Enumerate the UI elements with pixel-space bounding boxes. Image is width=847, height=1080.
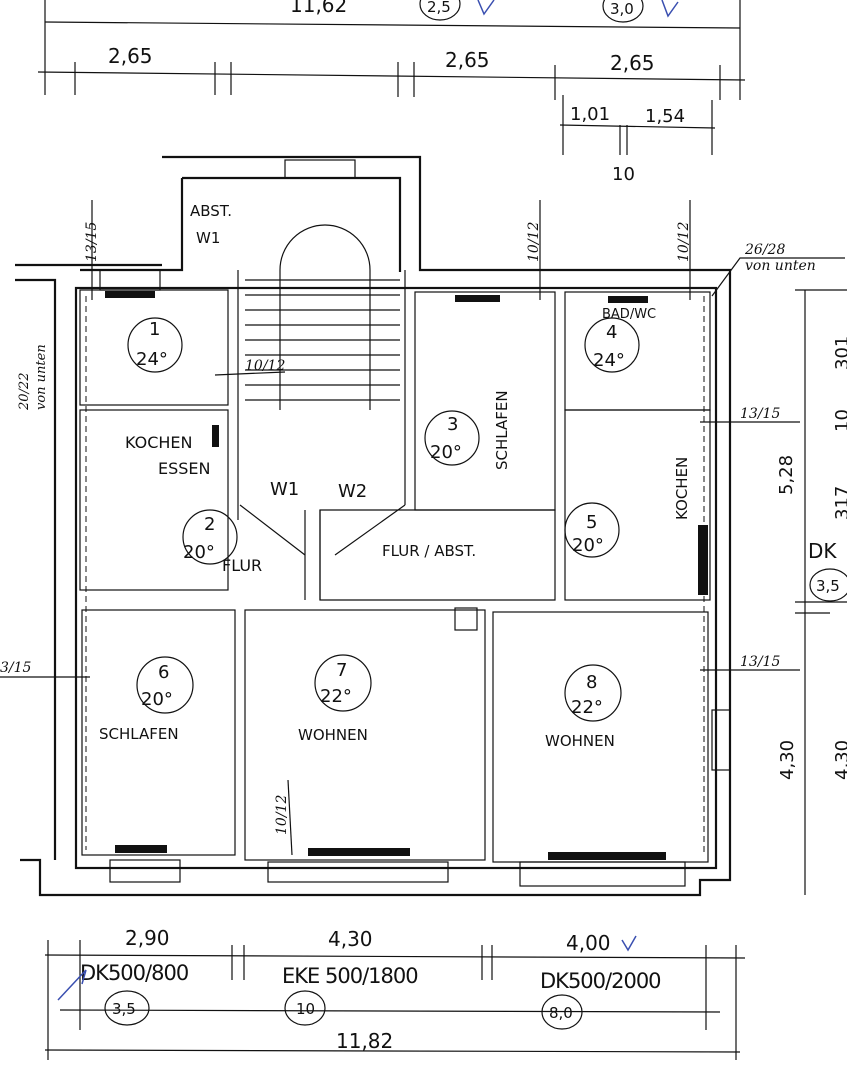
dim-right-317: 317 xyxy=(832,486,847,520)
dim-right-430-b: 4,30 xyxy=(832,740,847,780)
room-8-number: 8 xyxy=(586,672,597,693)
note-10-12-a: 10/12 xyxy=(245,358,285,374)
dim-seg-2: 2,65 xyxy=(445,48,490,72)
dim-right-528: 5,28 xyxy=(776,455,797,495)
annotations: 13/15 20/22 von unten 10/12 10/12 10/12 … xyxy=(0,200,845,856)
stair-label-w1: W1 xyxy=(196,229,220,247)
room-3-temp: 20° xyxy=(430,442,462,463)
hall-label: FLUR / ABST. xyxy=(382,542,476,560)
bottom-dimensions: 2,90 4,30 4,00 DK500/800 EKE 500/1800 DK… xyxy=(44,926,746,1060)
top-dimensions: 11,62 2,5 3,0 2,65 2,65 2,65 1,01 1,54 1… xyxy=(37,0,746,185)
room-8-temp: 22° xyxy=(571,697,603,718)
dim-right-dk: DK xyxy=(808,539,837,563)
room-5-number: 5 xyxy=(586,512,597,533)
note-26-28-von-unten: von unten xyxy=(745,258,816,274)
note-10-12-d: 10/12 xyxy=(274,795,290,835)
window-spec-2: EKE 500/1800 xyxy=(282,964,418,988)
room-2-name: FLUR xyxy=(222,556,262,575)
room-3-name: SCHLAFEN xyxy=(493,390,511,470)
room-1-temp: 24° xyxy=(136,349,168,370)
dim-circle-2: 3,0 xyxy=(610,0,634,18)
note-10-12-c: 10/12 xyxy=(676,222,692,262)
dim-right-dk-value: 3,5 xyxy=(816,577,840,595)
door-w2-label: W2 xyxy=(338,481,367,502)
walls xyxy=(15,155,732,897)
dim-seg-3: 2,65 xyxy=(610,51,655,75)
room-2-temp: 20° xyxy=(183,542,215,563)
dim-bottom-290: 2,90 xyxy=(125,926,170,950)
window-circle-2: 10 xyxy=(296,1000,315,1018)
kitchen-dining-line2: ESSEN xyxy=(158,459,211,478)
window-spec-3: DK500/2000 xyxy=(540,969,661,993)
note-20-22-von-unten: von unten xyxy=(34,344,49,410)
room-5-name: KOCHEN xyxy=(673,457,691,520)
room-6-number: 6 xyxy=(158,662,169,683)
room-2-number: 2 xyxy=(204,514,215,535)
dim-overall-top: 11,62 xyxy=(290,0,347,17)
dim-seg-1: 2,65 xyxy=(108,44,153,68)
stair-label-abst: ABST. xyxy=(190,202,232,220)
note-3-15-left: 3/15 xyxy=(0,660,32,676)
dim-sub-gap: 10 xyxy=(612,164,635,185)
room-7-temp: 22° xyxy=(320,686,352,707)
note-13-15-right-1: 13/15 xyxy=(740,406,780,422)
labels: ABST. W1 1 24° KOCHEN ESSEN 2 20° FLUR W… xyxy=(99,202,691,750)
window-circle-3: 8,0 xyxy=(549,1004,573,1022)
note-26-28: 26/28 xyxy=(744,242,785,258)
room-6-name: SCHLAFEN xyxy=(99,725,179,743)
dim-right-301: 301 xyxy=(832,336,847,370)
note-13-15-right-2: 13/15 xyxy=(740,654,780,670)
dim-bottom-430: 4,30 xyxy=(328,927,373,951)
window-spec-1: DK500/800 xyxy=(80,961,188,985)
room-6-temp: 20° xyxy=(141,689,173,710)
dim-bottom-overall: 11,82 xyxy=(336,1029,393,1053)
room-8-name: WOHNEN xyxy=(545,732,615,750)
radiators xyxy=(105,291,708,860)
room-7-name: WOHNEN xyxy=(298,726,368,744)
room-4-name: BAD/WC xyxy=(602,307,656,322)
dim-right-430-a: 4,30 xyxy=(777,740,798,780)
dim-circle-1: 2,5 xyxy=(427,0,451,16)
room-1-number: 1 xyxy=(149,319,160,340)
dim-right-10: 10 xyxy=(832,409,847,432)
dim-sub-1: 1,01 xyxy=(570,104,610,125)
dim-sub-2: 1,54 xyxy=(645,106,685,127)
room-4-temp: 24° xyxy=(593,350,625,371)
room-5-temp: 20° xyxy=(572,535,604,556)
right-dimensions: 5,28 301 10 317 DK 3,5 4,30 4,30 xyxy=(776,289,847,895)
room-7-number: 7 xyxy=(336,660,347,681)
room-3-number: 3 xyxy=(447,414,458,435)
room-4-number: 4 xyxy=(606,322,617,343)
staircase xyxy=(239,224,406,600)
note-20-22: 20/22 xyxy=(17,373,32,411)
door-w1-label: W1 xyxy=(270,479,299,500)
note-10-12-b: 10/12 xyxy=(526,222,542,262)
kitchen-dining-line1: KOCHEN xyxy=(125,433,193,452)
window-circle-1: 3,5 xyxy=(112,1000,136,1018)
dim-bottom-400: 4,00 xyxy=(566,931,611,955)
